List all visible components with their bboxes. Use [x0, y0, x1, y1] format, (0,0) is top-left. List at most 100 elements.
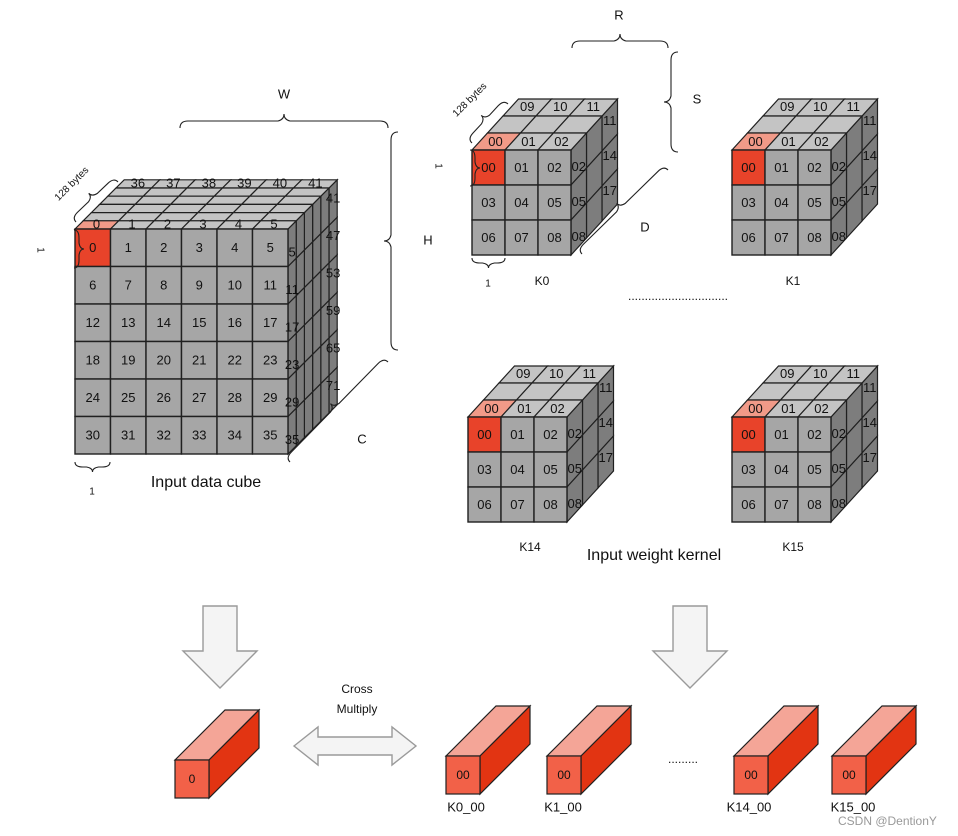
cube-side-front-label: 23 — [285, 357, 299, 372]
dim-w-label: W — [278, 86, 291, 101]
cube-front-cell — [216, 303, 254, 343]
cube-front-cell — [797, 184, 832, 221]
cube-side-back-label: 11 — [599, 380, 613, 395]
cube-side-back-label: 11 — [863, 113, 877, 128]
cube-front-label: 16 — [228, 315, 242, 330]
cube-front-cell — [533, 416, 568, 453]
bar-front — [733, 755, 769, 795]
cube-front-label: 25 — [121, 390, 135, 405]
dim-1-bottom-label: 1 — [89, 487, 95, 498]
cube-front-label: 4 — [231, 240, 238, 255]
cube-front-label: 03 — [741, 462, 755, 477]
cube-front-label: 10 — [228, 278, 242, 293]
cube-side-front-label: 5 — [288, 244, 295, 259]
down-arrow-input — [181, 605, 259, 689]
cube-side-back-label: 17 — [599, 450, 613, 465]
cube-front-label: 31 — [121, 428, 135, 443]
cube-front-cell — [145, 228, 183, 268]
cube-front-label: 00 — [741, 427, 755, 442]
bar-front — [174, 759, 210, 799]
cube-top-back-label: 41 — [308, 175, 322, 190]
bar-value: 00 — [842, 768, 856, 782]
cube-front-label: 07 — [510, 497, 524, 512]
cube-side-back-label: 71 — [326, 378, 340, 393]
dim-128-label: 128 bytes — [53, 165, 91, 203]
cube-front-label: 07 — [774, 230, 788, 245]
cube-top-front-label: 02 — [554, 134, 568, 149]
cube-front-label: 26 — [157, 390, 171, 405]
cube-front-label: 05 — [807, 195, 821, 210]
cube-front-label: 04 — [774, 195, 788, 210]
cube-front-label: 08 — [543, 497, 557, 512]
r-brace — [571, 33, 669, 49]
cube-top-front-label: 01 — [517, 401, 531, 416]
cube-front-label: 02 — [807, 427, 821, 442]
cube-front-label: 08 — [807, 497, 821, 512]
cube-top-back-label: 38 — [202, 175, 216, 190]
cube-front-cell — [731, 486, 766, 523]
cube-top-front-label: 1 — [128, 217, 135, 232]
input-cube-caption: Input data cube — [151, 474, 261, 491]
cube-front-label: 23 — [263, 353, 277, 368]
cube-front-label: 13 — [121, 315, 135, 330]
cube-front-label: 01 — [514, 160, 528, 175]
cube-front-cell — [251, 228, 289, 268]
cube-top-cell — [275, 195, 323, 205]
cube-front-cell — [180, 415, 218, 455]
h-brace — [383, 131, 399, 351]
cube-front-label: 06 — [741, 497, 755, 512]
cube-front-label: 05 — [807, 462, 821, 477]
kernel-label: K14 — [519, 540, 541, 554]
cube-front-label: 06 — [477, 497, 491, 512]
cube-front-label: 14 — [157, 315, 171, 330]
cube-side-front-label: 29 — [285, 394, 299, 409]
cube-side-front-label: 05 — [832, 194, 846, 209]
cube-front-label: 12 — [86, 315, 100, 330]
bar-label: K14_00 — [727, 799, 772, 814]
cube-front-label: 3 — [196, 240, 203, 255]
cube-side-front-label: 05 — [572, 194, 586, 209]
cube-side-back-label: 17 — [603, 183, 617, 198]
cube-front-label: 07 — [514, 230, 528, 245]
bar-value: 00 — [744, 768, 758, 782]
cross-multiply-label: Multiply — [337, 702, 378, 716]
cube-side-back-label: 41 — [326, 190, 340, 205]
cube-top-back-label: 36 — [131, 175, 145, 190]
cube-side-back-label: 47 — [326, 228, 340, 243]
cube-front-label: 08 — [547, 230, 561, 245]
cube-front-cell — [180, 340, 218, 380]
cube-side-front-label: 08 — [832, 229, 846, 244]
cube-top-back-label: 40 — [273, 175, 287, 190]
cube-top-back-label: 09 — [780, 99, 794, 114]
bottom-dots: ......... — [668, 752, 698, 766]
cube-front-cell — [251, 378, 289, 418]
cube-side-front-label: 08 — [568, 496, 582, 511]
cross-multiply-arrow — [292, 725, 418, 767]
bar-label: K1_00 — [544, 799, 582, 814]
cube-front-label: 02 — [547, 160, 561, 175]
kernel-one-side-brace — [469, 149, 481, 187]
bar-front — [445, 755, 481, 795]
cube-front-label: 17 — [263, 315, 277, 330]
cube-front-cell — [764, 486, 799, 523]
cube-front-cell — [504, 149, 539, 186]
cube-side-back-label: 17 — [863, 183, 877, 198]
dim-1-side-label: 1 — [34, 247, 45, 253]
cube-front-label: 00 — [477, 427, 491, 442]
cube-top-front-label: 5 — [270, 217, 277, 232]
cube-front-label: 28 — [228, 390, 242, 405]
cube-front-cell — [74, 340, 112, 380]
cube-side-back-label: 11 — [603, 113, 617, 128]
cube-front-label: 07 — [774, 497, 788, 512]
cube-front-cell — [109, 265, 147, 305]
cube-front-cell — [764, 451, 799, 488]
cube-front-label: 03 — [481, 195, 495, 210]
cube-side-back-label: 17 — [863, 450, 877, 465]
cube-side-back-label: 14 — [599, 415, 613, 430]
cube-side-back-label: 14 — [863, 148, 877, 163]
cube-front-label: 04 — [774, 462, 788, 477]
